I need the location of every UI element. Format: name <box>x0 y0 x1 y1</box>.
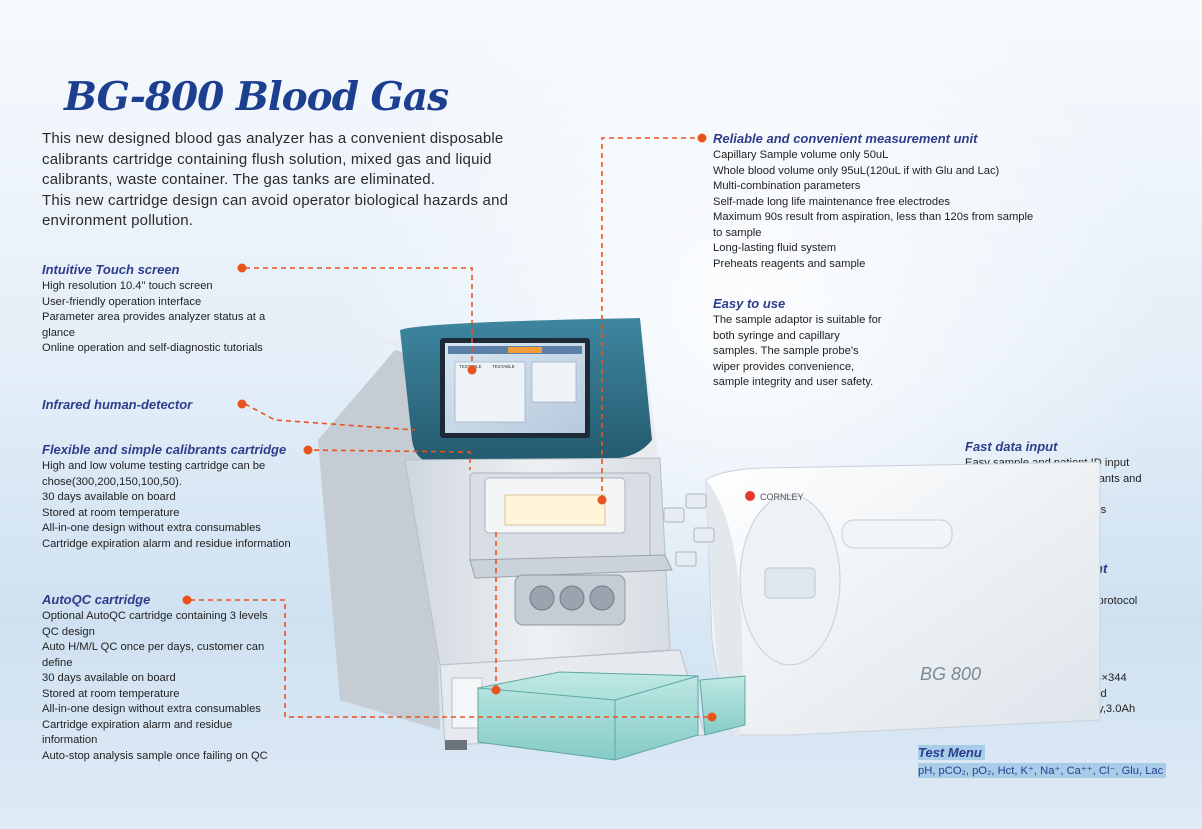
analyzer-body: TESTABLE TESTABLE <box>318 318 706 750</box>
intro-paragraph: This new designed blood gas analyzer has… <box>42 130 504 188</box>
list-item: Multi-combination parameters <box>713 180 861 192</box>
list-item: Optional AutoQC cartridge containing 3 l… <box>42 610 268 638</box>
brand-label: CORNLEY <box>760 492 804 502</box>
intro-paragraph: This new cartridge design can avoid oper… <box>42 191 509 230</box>
cornley-logo-icon <box>745 491 755 501</box>
section-title: Infrared human-detector <box>42 397 193 412</box>
list-item: 30 days available on board <box>42 672 176 684</box>
section-autoqc-cartridge: AutoQC cartridge Optional AutoQC cartrid… <box>42 592 282 764</box>
section-title: AutoQC cartridge <box>42 592 151 607</box>
list-item: 30 days available on board <box>42 491 176 503</box>
list-item: Cartridge expiration alarm and residue i… <box>42 537 291 550</box>
test-menu-items: pH, pCO₂, pO₂, Hct, K⁺, Na⁺, Ca⁺⁺, Cl⁻, … <box>918 763 1167 778</box>
connector-pins <box>663 493 715 567</box>
section-title: Reliable and convenient measurement unit <box>713 131 978 146</box>
section-title: Intuitive Touch screen <box>42 262 180 277</box>
list-item: All-in-one design without extra consumab… <box>42 703 261 715</box>
list-item: Stored at room temperature <box>42 506 180 519</box>
list-item: Long-lasting fluid system <box>713 242 837 254</box>
screen-tab: TESTABLE <box>492 364 515 369</box>
list-item: High resolution 10.4" touch screen <box>42 280 213 292</box>
section-calibrants-cartridge: Flexible and simple calibrants cartridge… <box>42 442 300 552</box>
calibrant-cartridges <box>477 671 746 761</box>
list-item: All-in-one design without extra consumab… <box>42 522 261 534</box>
list-item: Preheats reagents and sample <box>713 257 866 270</box>
callout-lines <box>190 137 710 718</box>
list-item: User-friendly operation interface <box>42 295 202 308</box>
section-easy-to-use: Easy to use The sample adaptor is suitab… <box>713 296 883 391</box>
list-item: Stored at room temperature <box>42 687 180 700</box>
page-title: BG-800 Blood Gas <box>64 74 449 120</box>
list-item: Cartridge expiration alarm and residue i… <box>42 718 233 747</box>
callout-dots <box>182 133 717 722</box>
list-item: Auto-stop analysis sample once failing o… <box>42 749 268 762</box>
section-title: Flexible and simple calibrants cartridge <box>42 442 287 457</box>
test-menu-title: Test Menu <box>918 745 985 760</box>
intro-text: This new designed blood gas analyzer has… <box>42 129 562 232</box>
section-title: Easy to use <box>713 296 786 311</box>
list-item: Auto H/M/L QC once per days, customer ca… <box>42 641 265 669</box>
cartridge-module: CORNLEY BG 800 <box>705 461 1101 738</box>
list-item: High and low volume testing cartridge ca… <box>42 460 266 488</box>
section-touch-screen: Intuitive Touch screen High resolution 1… <box>42 262 292 357</box>
section-measurement-unit: Reliable and convenient measurement unit… <box>713 131 1043 272</box>
section-infrared-detector: Infrared human-detector <box>42 397 292 414</box>
list-item: Online operation and self-diagnostic tut… <box>42 342 263 354</box>
list-item: The sample adaptor is suitable for both … <box>713 314 882 388</box>
list-item: Whole blood volume only 95uL(120uL if wi… <box>713 164 1000 177</box>
model-logo: BG 800 <box>920 664 981 684</box>
list-item: Parameter area provides analyzer status … <box>42 311 266 339</box>
section-title: Fast data input <box>965 439 1058 454</box>
list-item: Capillary Sample volume only 50uL <box>713 149 889 161</box>
list-item: Self-made long life maintenance free ele… <box>713 195 950 208</box>
list-item: Maximum 90s result from aspiration, less… <box>713 211 1034 239</box>
